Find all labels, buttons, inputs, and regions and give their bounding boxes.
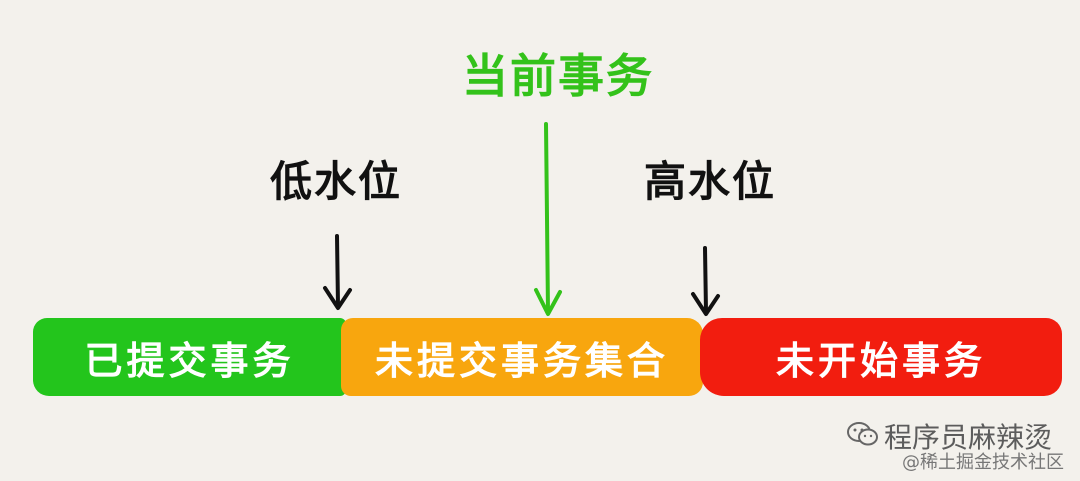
high-watermark-arrow xyxy=(691,246,720,316)
watermark-site: @稀土掘金技术社区 xyxy=(902,452,1064,473)
uncommitted-transactions-label: 未提交事务集合 xyxy=(374,338,669,383)
unstarted-transactions-label: 未开始事务 xyxy=(775,338,986,383)
current-transaction-arrow xyxy=(534,122,562,316)
uncommitted-transactions-segment: 未提交事务集合 xyxy=(341,318,703,396)
wechat-icon xyxy=(847,422,878,446)
committed-transactions-segment: 已提交事务 xyxy=(33,318,346,396)
low-watermark-label: 低水位 xyxy=(270,157,403,206)
current-transaction-label: 当前事务 xyxy=(462,49,654,103)
unstarted-transactions-segment: 未开始事务 xyxy=(700,318,1062,396)
low-watermark-arrow xyxy=(323,234,352,310)
committed-transactions-label: 已提交事务 xyxy=(84,338,295,383)
high-watermark-label: 高水位 xyxy=(644,157,777,206)
watermark-account-name: 程序员麻辣烫 xyxy=(884,421,1053,454)
